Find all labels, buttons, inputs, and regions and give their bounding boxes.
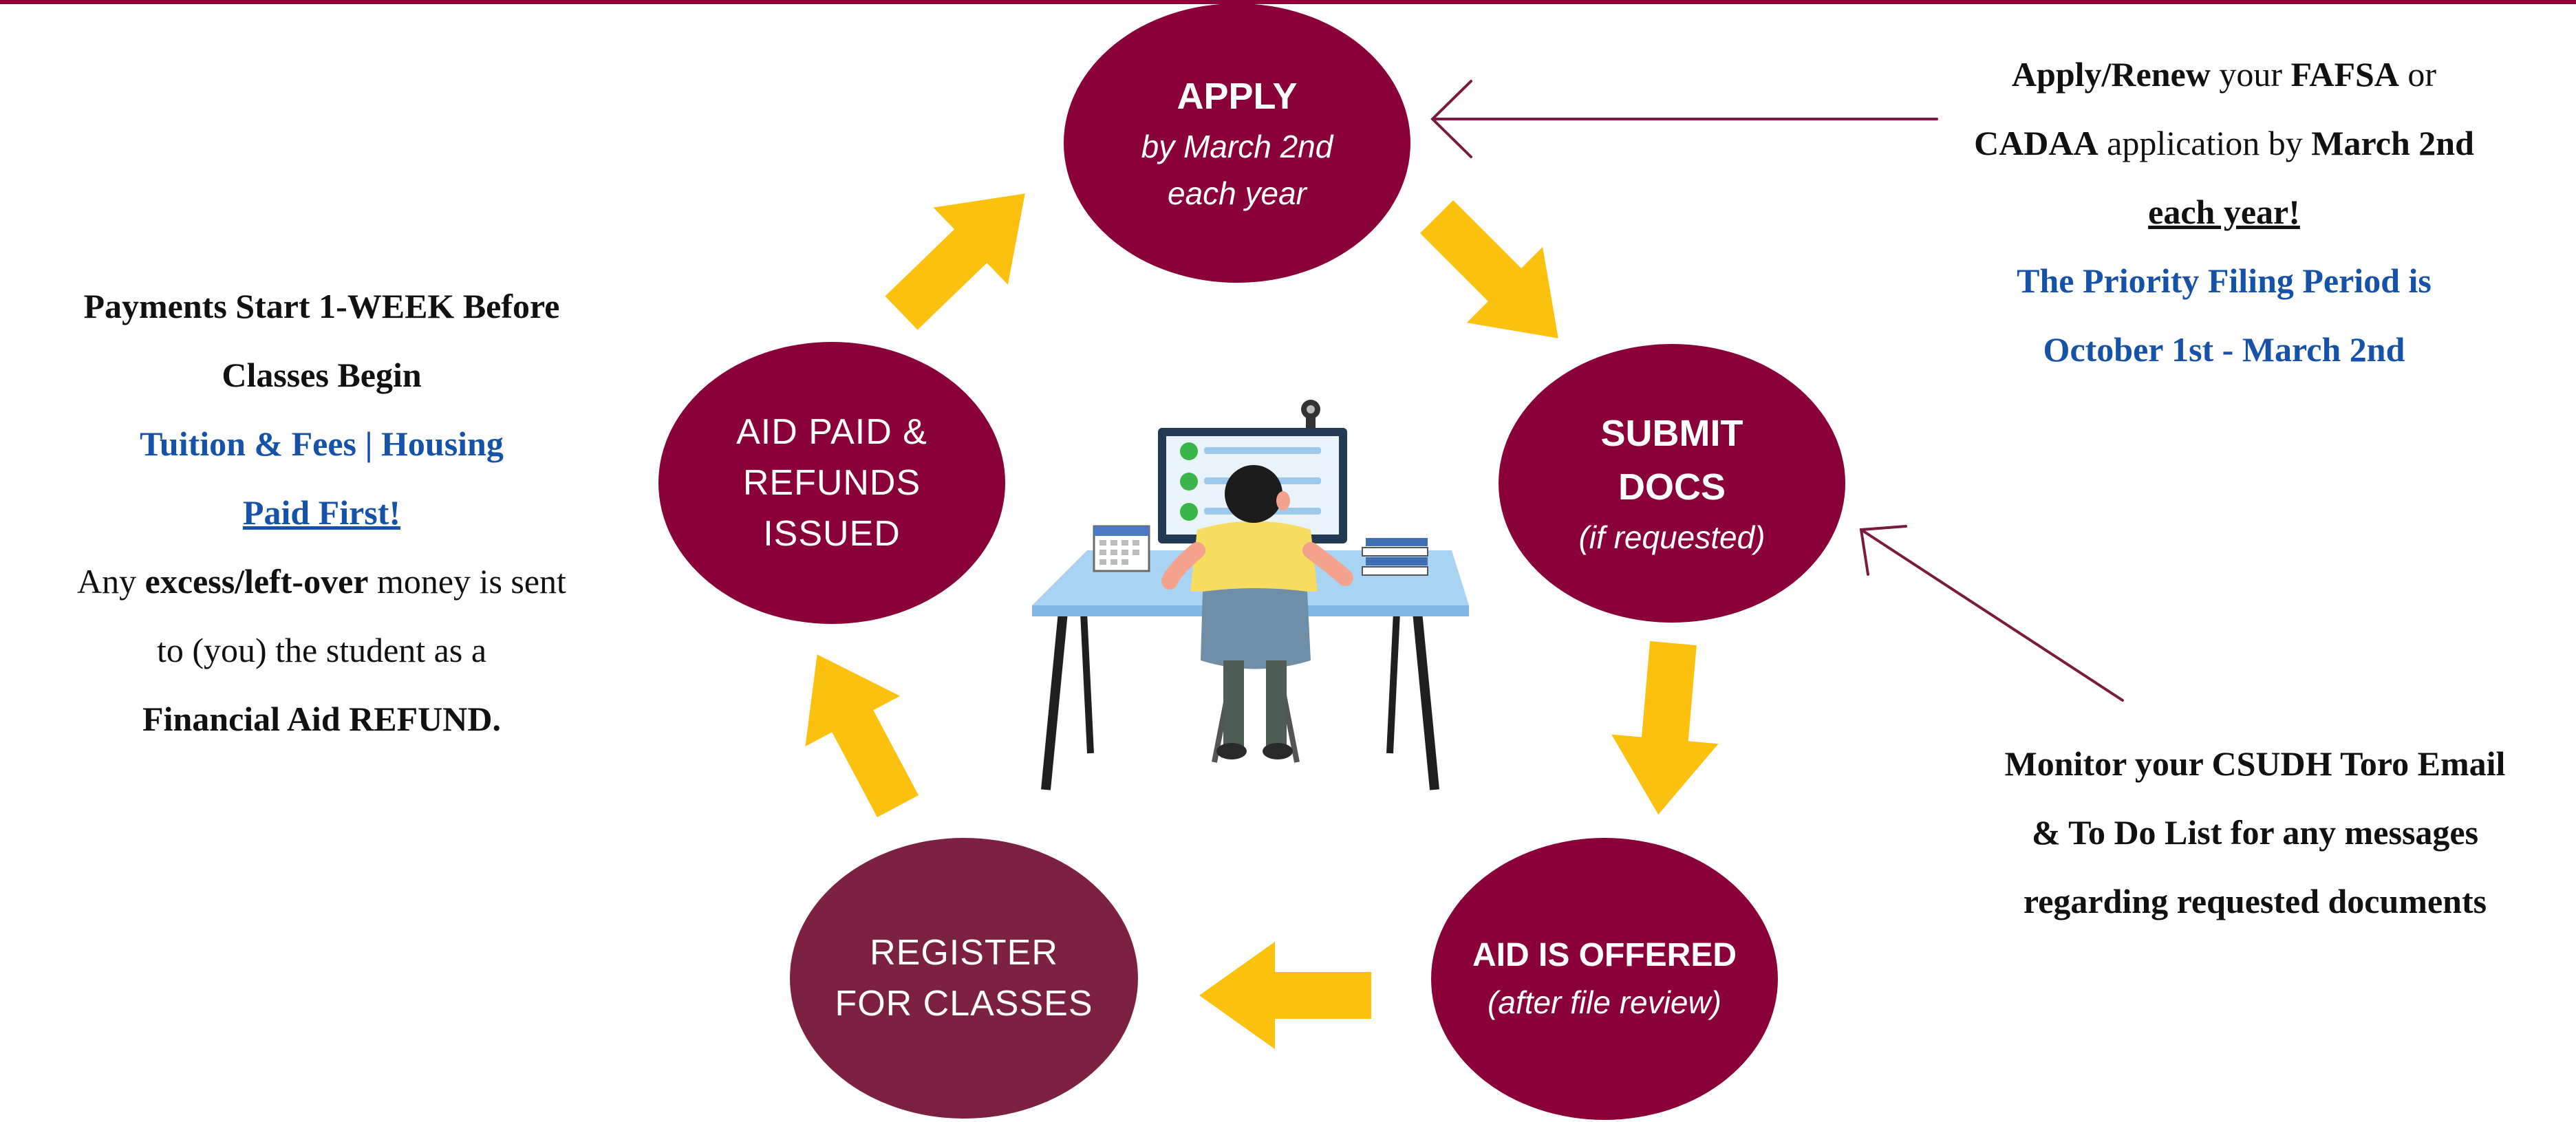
arrow-paid-to-apply (863, 155, 1063, 352)
node-paid-line3: ISSUED (763, 514, 901, 554)
node-submit-title1: SUBMIT (1600, 412, 1743, 454)
node-apply: APPLY by March 2nd each year (1064, 3, 1410, 283)
node-aid-paid: AID PAID & REFUNDS ISSUED (658, 342, 1005, 624)
node-aid-offered: AID IS OFFERED (after file review) (1431, 838, 1778, 1120)
arrow-register-to-paid (769, 629, 945, 832)
right-top-line2: CADAA application by March 2nd (1909, 109, 2539, 177)
right-top-line2-b: application by (2098, 124, 2312, 162)
right-top-line4: The Priority Filing Period is (2017, 261, 2432, 300)
pointer-arrowhead-apply (1430, 80, 1472, 158)
left-note-line5-b: excess/left-over (144, 562, 369, 601)
arrow-submit-to-offered (1604, 638, 1727, 819)
node-register-line2: FOR CLASSES (835, 984, 1093, 1024)
right-bottom-line3: regarding requested documents (2023, 882, 2487, 920)
right-top-line1-c: FAFSA (2290, 55, 2399, 94)
left-note-line3: Tuition & Fees | Housing (140, 424, 504, 463)
node-apply-line2: each year (1167, 175, 1307, 211)
node-paid-line1: AID PAID & (736, 412, 927, 452)
node-apply-title: APPLY (1177, 76, 1298, 117)
left-note-line6: to (you) the student as a (156, 631, 487, 669)
left-note-line5: Any excess/left-over money is sent (7, 547, 636, 616)
node-submit-title2: DOCS (1618, 466, 1726, 508)
right-top-line1-a: Apply/Renew (2011, 55, 2211, 94)
node-submit-docs: SUBMIT DOCS (if requested) (1499, 344, 1845, 623)
arrow-apply-to-submit (1398, 178, 1596, 376)
node-submit-sub: (if requested) (1578, 519, 1765, 555)
arrow-offered-to-register (1199, 942, 1371, 1049)
left-note-line5-a: Any (77, 562, 145, 601)
node-register: REGISTER FOR CLASSES (790, 838, 1138, 1119)
left-note-line1: Payments Start 1-WEEK Before (83, 287, 560, 325)
left-note-line5-c: money is sent (368, 562, 566, 601)
node-offered-sub: (after file review) (1488, 984, 1721, 1020)
node-offered-title: AID IS OFFERED (1472, 937, 1737, 973)
node-apply-line1: by March 2nd (1141, 129, 1333, 164)
left-note-line4: Paid First! (242, 493, 401, 532)
right-top-line1: Apply/Renew your FAFSA or (1909, 40, 2539, 109)
right-top-line2-c: March 2nd (2311, 124, 2474, 162)
node-register-line1: REGISTER (870, 933, 1058, 973)
student-desk-illustration (1032, 400, 1469, 790)
left-note: Payments Start 1-WEEK Before Classes Beg… (7, 272, 636, 753)
right-top-line5: October 1st - March 2nd (2043, 330, 2405, 369)
pointer-arrowhead-submit (1859, 525, 1907, 576)
left-note-line7: Financial Aid REFUND. (142, 700, 501, 738)
right-bottom-note: Monitor your CSUDH Toro Email & To Do Li… (1937, 729, 2573, 936)
right-top-note: Apply/Renew your FAFSA or CADAA applicat… (1909, 40, 2539, 384)
node-paid-line2: REFUNDS (742, 463, 921, 503)
right-bottom-line1: Monitor your CSUDH Toro Email (2004, 744, 2506, 783)
right-top-line2-a: CADAA (1974, 124, 2099, 162)
top-border (0, 0, 2576, 4)
pointer-line-submit (1860, 528, 2124, 702)
right-top-line1-b: your (2210, 55, 2291, 94)
left-note-line2: Classes Begin (222, 356, 422, 394)
right-top-line3: each year! (2148, 193, 2300, 231)
right-top-line1-d: or (2398, 55, 2437, 94)
right-bottom-line2: & To Do List for any messages (2031, 813, 2479, 852)
